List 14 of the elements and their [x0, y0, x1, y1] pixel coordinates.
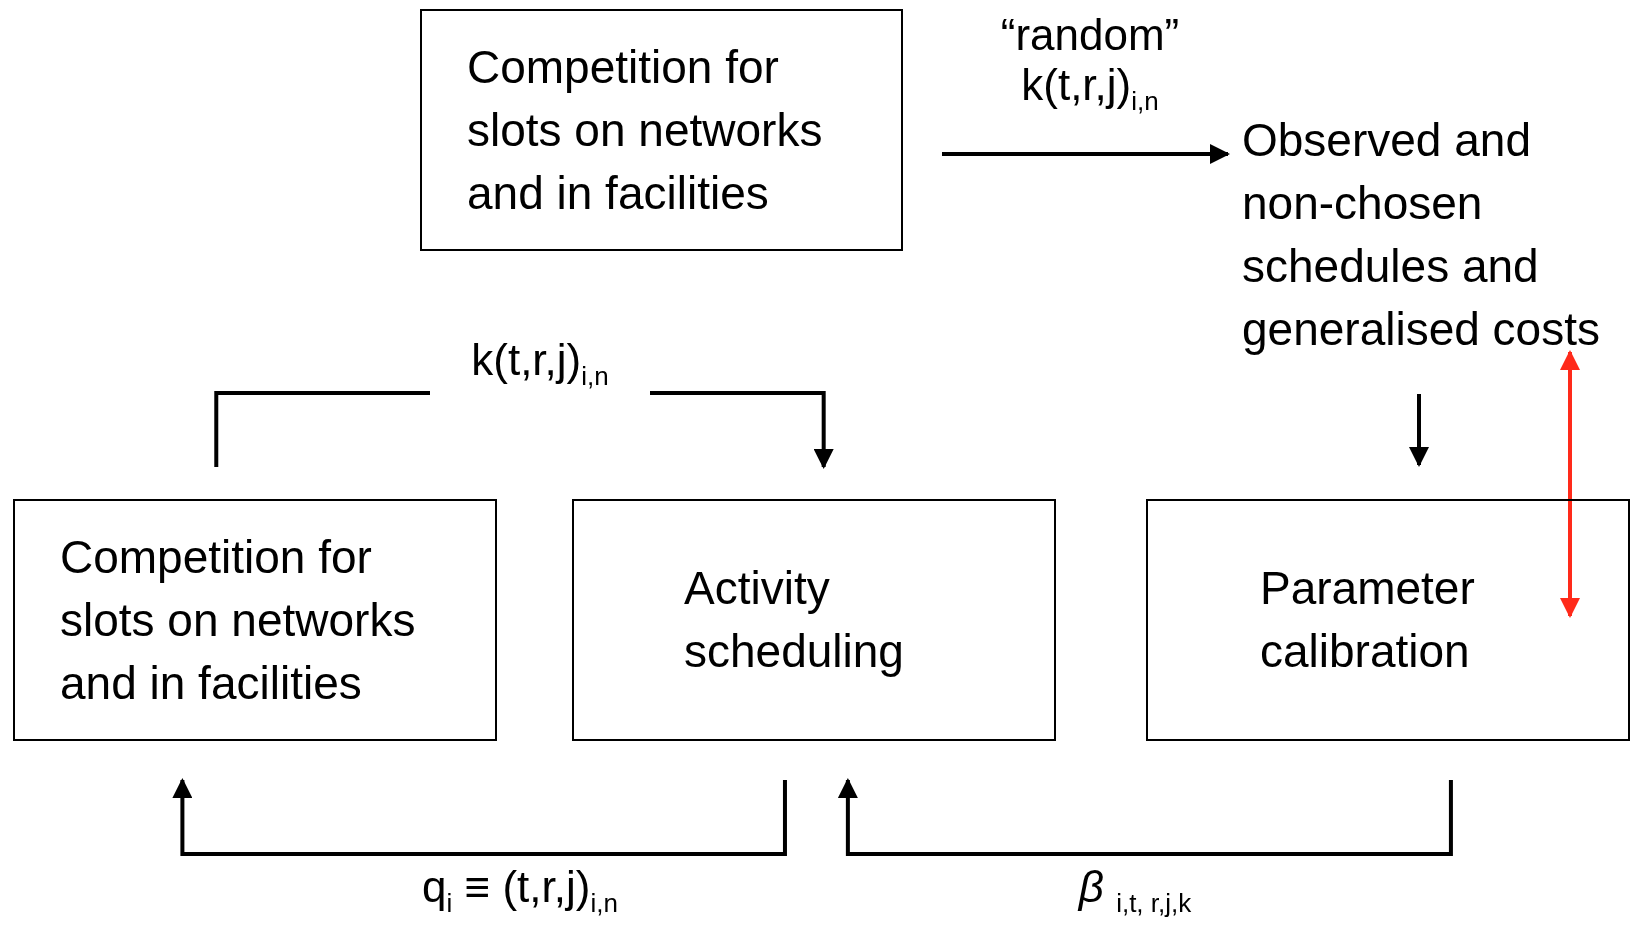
node-text: Competition for slots on networks and in facilities: [60, 529, 417, 711]
arrow: [172, 778, 787, 856]
process-box: [1146, 499, 1630, 741]
arrow: [837, 778, 1453, 856]
node-text: Competition for slots on networks and in facilities: [467, 39, 824, 221]
arrow: [1560, 350, 1580, 618]
node-text: Observed and non-chosen schedules and generalised costs: [1242, 113, 1601, 357]
arrow: [942, 144, 1230, 164]
process-box: [572, 499, 1056, 741]
node-text: Parameter calibration: [1260, 561, 1476, 679]
arrow: [1409, 394, 1429, 467]
process-box: [13, 499, 497, 741]
process-box: [420, 9, 903, 251]
node-text: Activity scheduling: [684, 561, 905, 679]
